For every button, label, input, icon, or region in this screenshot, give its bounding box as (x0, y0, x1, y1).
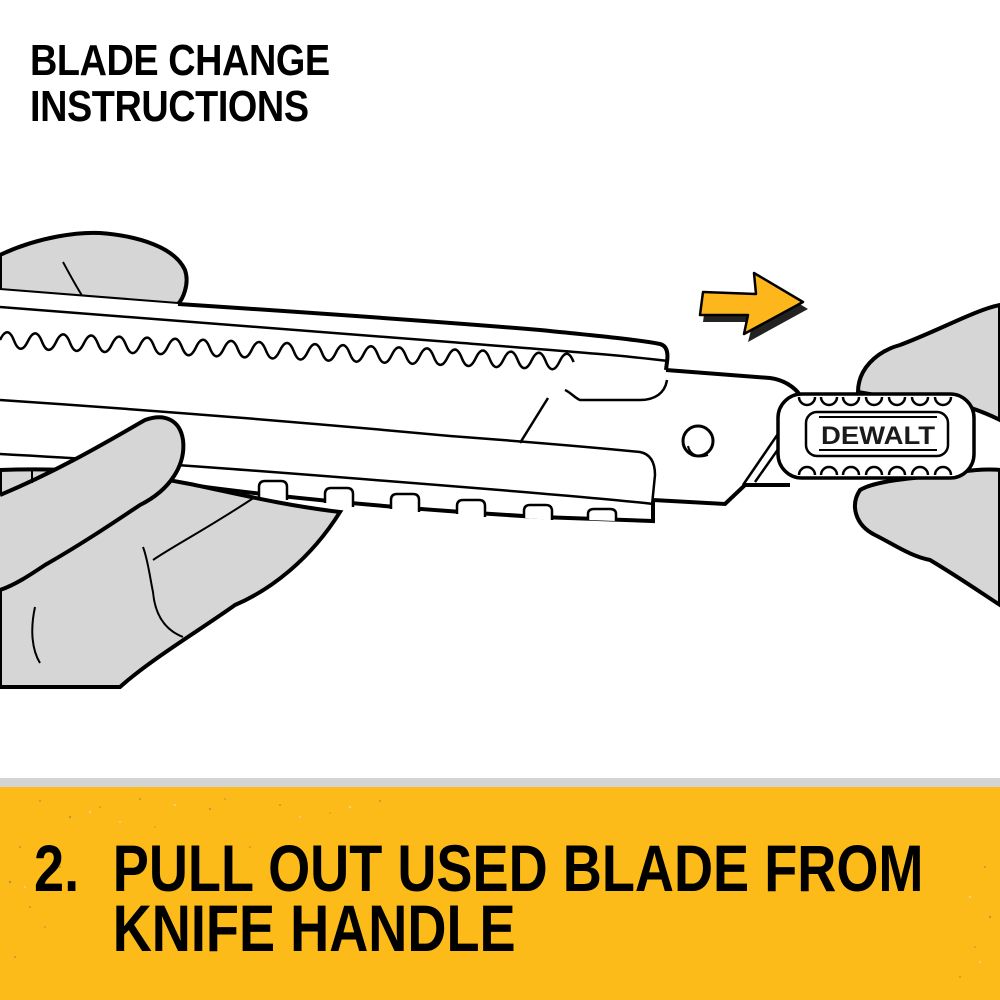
screw (681, 424, 715, 458)
blade-holes-bottom (797, 465, 953, 476)
knife-handle (0, 290, 802, 524)
grip-bumps (257, 479, 618, 521)
step-text-line-1: PULL OUT USED BLADE FROM (112, 831, 924, 905)
blade-change-illustration: DEWALT (0, 230, 1000, 689)
speckle-texture (8, 798, 992, 978)
dewalt-logo: DEWALT (821, 422, 935, 450)
arrow-right-icon (698, 271, 808, 342)
step-number: 2. (34, 831, 80, 905)
title-line-2: INSTRUCTIONS (30, 82, 309, 131)
left-thumb (0, 230, 189, 307)
left-hand (0, 415, 344, 689)
used-blade: DEWALT (776, 392, 976, 480)
instruction-banner: 2. PULL OUT USED BLADE FROM KNIFE HANDLE (0, 787, 1000, 1000)
banner-divider (0, 778, 1000, 788)
title-line-1: BLADE CHANGE (30, 36, 330, 85)
blade-holes-top (797, 396, 953, 407)
page-title: BLADE CHANGE INSTRUCTIONS (30, 38, 330, 130)
step-instruction: 2. PULL OUT USED BLADE FROM KNIFE HANDLE (34, 831, 924, 965)
slider-wave (0, 331, 575, 371)
step-text-line-2: KNIFE HANDLE (112, 891, 516, 965)
right-hand (853, 302, 1000, 608)
